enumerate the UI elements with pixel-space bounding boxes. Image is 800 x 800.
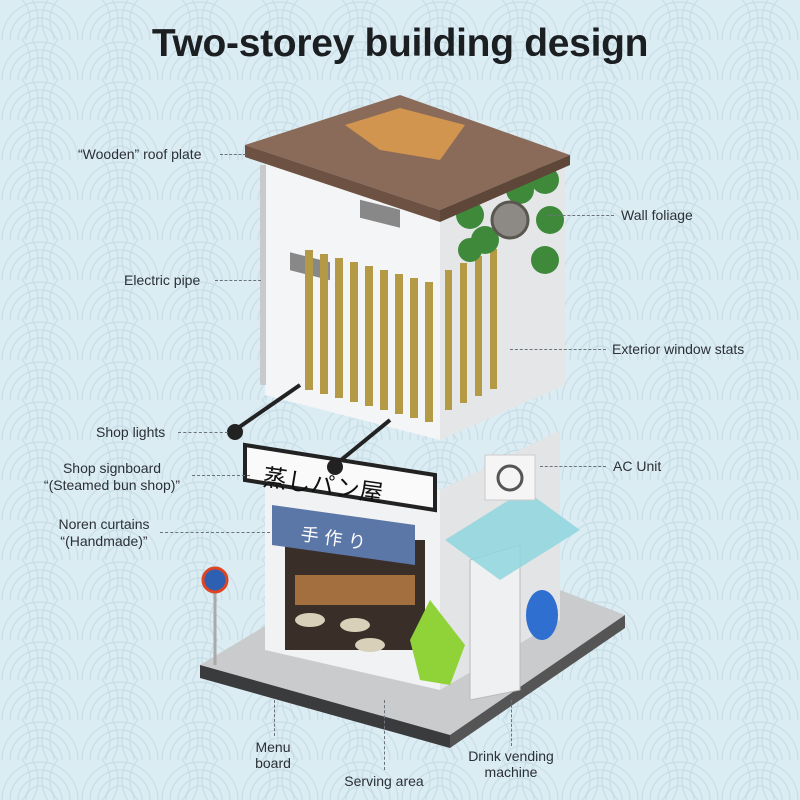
label-menu-board: Menu board xyxy=(255,739,291,771)
serving-counter xyxy=(295,575,415,605)
noren-curtains xyxy=(272,505,415,565)
leader-line xyxy=(384,700,385,770)
leader-line xyxy=(178,432,228,433)
tree xyxy=(410,600,465,685)
base-plate-side-edge xyxy=(450,615,625,748)
label-shop-signboard: Shop signboard “(Steamed bun shop)” xyxy=(44,460,180,494)
roof-side-edge xyxy=(440,155,570,222)
awning xyxy=(445,490,580,580)
label-window-slats: Exterior window stats xyxy=(612,341,745,357)
label-line: machine xyxy=(484,764,538,780)
roof-front-edge xyxy=(245,145,440,222)
label-noren-curtains: Noren curtains “(Handmade)” xyxy=(58,516,149,550)
label-line: “(Handmade)” xyxy=(60,533,148,549)
signboard xyxy=(243,442,437,513)
base-plate-front-edge xyxy=(200,665,450,748)
stool xyxy=(340,618,370,632)
round-window xyxy=(490,200,530,240)
water-barrel xyxy=(526,590,558,640)
label-line: board xyxy=(255,755,291,771)
label-shop-lights: Shop lights xyxy=(96,424,166,440)
stool xyxy=(295,613,325,627)
leader-line xyxy=(220,154,246,155)
exterior-window-slats xyxy=(305,249,497,422)
leader-line xyxy=(192,475,250,476)
label-wall-foliage: Wall foliage xyxy=(621,207,693,223)
label-roof-plate: “Wooden” roof plate xyxy=(78,146,202,162)
leader-line xyxy=(511,700,512,746)
ac-unit-fan xyxy=(496,464,524,492)
upper-window xyxy=(360,199,400,228)
page-title: Two-storey building design xyxy=(151,22,649,65)
label-serving-area: Serving area xyxy=(344,773,424,789)
shop-lights xyxy=(227,383,392,475)
electric-pipe xyxy=(260,165,266,385)
no-parking-sign xyxy=(201,566,229,594)
label-line: Drink vending xyxy=(468,748,554,764)
leader-line xyxy=(548,215,614,216)
label-ac-unit: AC Unit xyxy=(613,458,662,474)
leader-line xyxy=(274,700,275,736)
label-line: “(Steamed bun shop)” xyxy=(43,477,181,493)
leader-line xyxy=(540,466,606,467)
stool xyxy=(355,638,385,652)
leader-line xyxy=(160,532,270,533)
label-drink-vending-machine: Drink vending machine xyxy=(468,748,554,780)
label-line: Menu xyxy=(255,739,291,755)
label-line: Noren curtains xyxy=(58,516,150,532)
leader-line xyxy=(510,349,606,350)
leader-line xyxy=(215,280,261,281)
skylight xyxy=(345,108,465,160)
label-electric-pipe: Electric pipe xyxy=(124,272,201,288)
label-line: Shop signboard xyxy=(62,460,162,476)
ac-unit xyxy=(484,454,536,501)
